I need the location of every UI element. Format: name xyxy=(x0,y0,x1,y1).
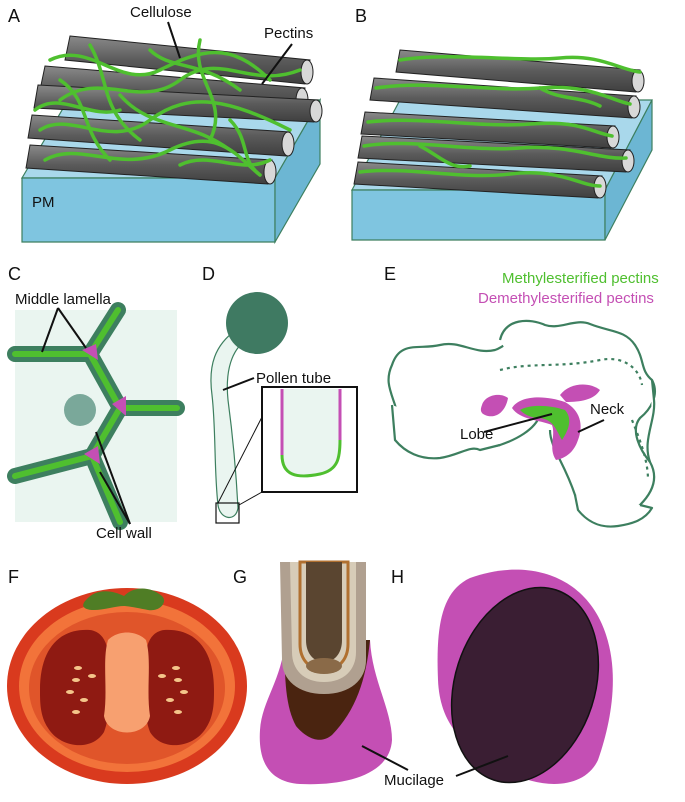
cellulose-pointer xyxy=(167,21,181,59)
middle-lamella-pointer xyxy=(41,307,59,353)
locule-right xyxy=(145,629,214,746)
lobe-label: Lobe xyxy=(460,426,493,443)
pollen-tube xyxy=(210,329,247,518)
panel-label-h: H xyxy=(391,567,404,587)
calyx xyxy=(83,588,165,611)
panel-h: H xyxy=(391,567,613,784)
zoom-line xyxy=(238,491,263,506)
seed xyxy=(450,586,600,784)
cell-outline xyxy=(573,494,654,528)
junction xyxy=(84,446,100,464)
pollen-tube-inset xyxy=(261,386,358,493)
pavement-cells xyxy=(387,319,657,528)
pectins-label: Pectins xyxy=(264,25,313,42)
columella xyxy=(104,632,150,733)
panel-g: G xyxy=(233,560,392,785)
nucleus xyxy=(64,394,96,426)
mucilage-label: Mucilage xyxy=(384,772,444,789)
mucilage-pointer xyxy=(455,755,509,777)
panel-c: C Middle lamella Cell wall xyxy=(7,264,185,542)
panel-label-e: E xyxy=(384,264,396,284)
lobe-neck-region xyxy=(480,384,600,460)
middle-lamella-label: Middle lamella xyxy=(15,291,112,308)
cell-wall-pointer xyxy=(99,471,131,525)
middle-lamella-junctions xyxy=(82,344,126,464)
panel-label-f: F xyxy=(8,567,19,587)
pectins-b xyxy=(358,55,642,188)
pectins-a xyxy=(33,38,302,177)
panel-label-b: B xyxy=(355,6,367,26)
panel-label-d: D xyxy=(202,264,215,284)
middle-lamella-pointer xyxy=(57,307,87,349)
hidden-edge xyxy=(499,357,644,386)
cellulose-label: Cellulose xyxy=(130,4,192,21)
legend-methylesterified: Methylesterified pectins xyxy=(502,270,659,287)
cell-wall-label: Cell wall xyxy=(96,525,152,542)
cell-outline xyxy=(646,379,656,463)
panel-label-g: G xyxy=(233,567,247,587)
mucilage-pointer xyxy=(361,745,409,771)
panel-label-c: C xyxy=(8,264,21,284)
pm-label: PM xyxy=(32,194,55,211)
quiescent-center xyxy=(306,658,342,674)
pollen-tube-label: Pollen tube xyxy=(256,370,331,387)
pollen-grain xyxy=(226,292,288,354)
panel-d: D Pollen tube xyxy=(202,264,358,524)
fibril xyxy=(369,77,641,119)
junction xyxy=(112,396,126,416)
panel-f: F xyxy=(7,567,247,784)
locule-left xyxy=(40,629,109,746)
pollen-tube-pointer xyxy=(222,377,255,391)
cell-wall-pointer xyxy=(95,431,131,525)
legend-demethylesterified: Demethylesterified pectins xyxy=(478,290,654,307)
zoom-region xyxy=(215,502,240,524)
panel-b: B xyxy=(351,6,653,241)
zoom-line xyxy=(217,416,263,504)
neck-label: Neck xyxy=(590,401,625,418)
cell-outline xyxy=(390,404,501,460)
lobe-pointer xyxy=(483,413,553,433)
panel-a: A PM xyxy=(8,4,323,245)
junction xyxy=(82,344,98,360)
hidden-edge xyxy=(630,419,650,481)
tomato xyxy=(7,588,247,784)
seeds xyxy=(66,666,188,714)
fibril xyxy=(395,49,645,93)
panel-label-a: A xyxy=(8,6,20,26)
root-stele xyxy=(306,562,342,662)
neck-pointer xyxy=(577,419,605,433)
panel-e: E Methylesterified pectins Demethylester… xyxy=(384,264,659,528)
pectins-pointer xyxy=(261,43,293,85)
